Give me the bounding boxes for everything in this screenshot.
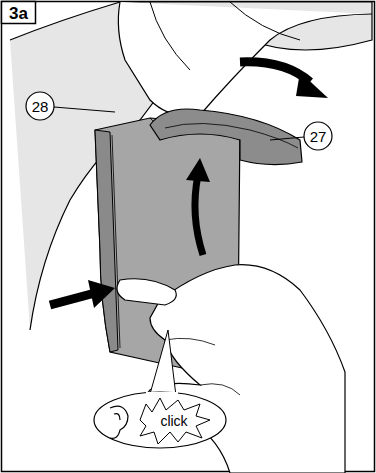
step-box: [2, 2, 36, 24]
push-arrow: [50, 293, 95, 305]
leader-line: [54, 107, 115, 112]
leader-line: [270, 137, 304, 140]
click-burst: [140, 398, 210, 444]
arrow-head: [296, 72, 328, 98]
arm-edge: [230, 2, 300, 40]
sound-label: click: [160, 414, 187, 428]
callout-circle: [26, 92, 54, 120]
arrow-head: [88, 280, 115, 308]
arm-edge: [150, 2, 190, 70]
arrow-head: [186, 158, 210, 182]
dispenser-edge: [112, 135, 120, 348]
step-number: 3a: [9, 4, 28, 21]
motion-arrow: [195, 175, 203, 255]
callout-number: 28: [32, 99, 49, 114]
bubble-join: [146, 392, 178, 398]
thumb: [117, 279, 176, 305]
dispenser-side: [95, 130, 118, 352]
callout-number: 27: [310, 129, 327, 144]
ear-icon: [110, 406, 128, 438]
finger-line: [200, 384, 240, 395]
bubble-tail: [150, 330, 176, 396]
arm-housing: [118, 2, 372, 116]
callout-circle: [304, 122, 332, 150]
finger-line: [165, 338, 215, 345]
cup-rim: [165, 123, 298, 148]
speech-bubble: [94, 392, 226, 448]
drip-cup: [150, 109, 302, 165]
